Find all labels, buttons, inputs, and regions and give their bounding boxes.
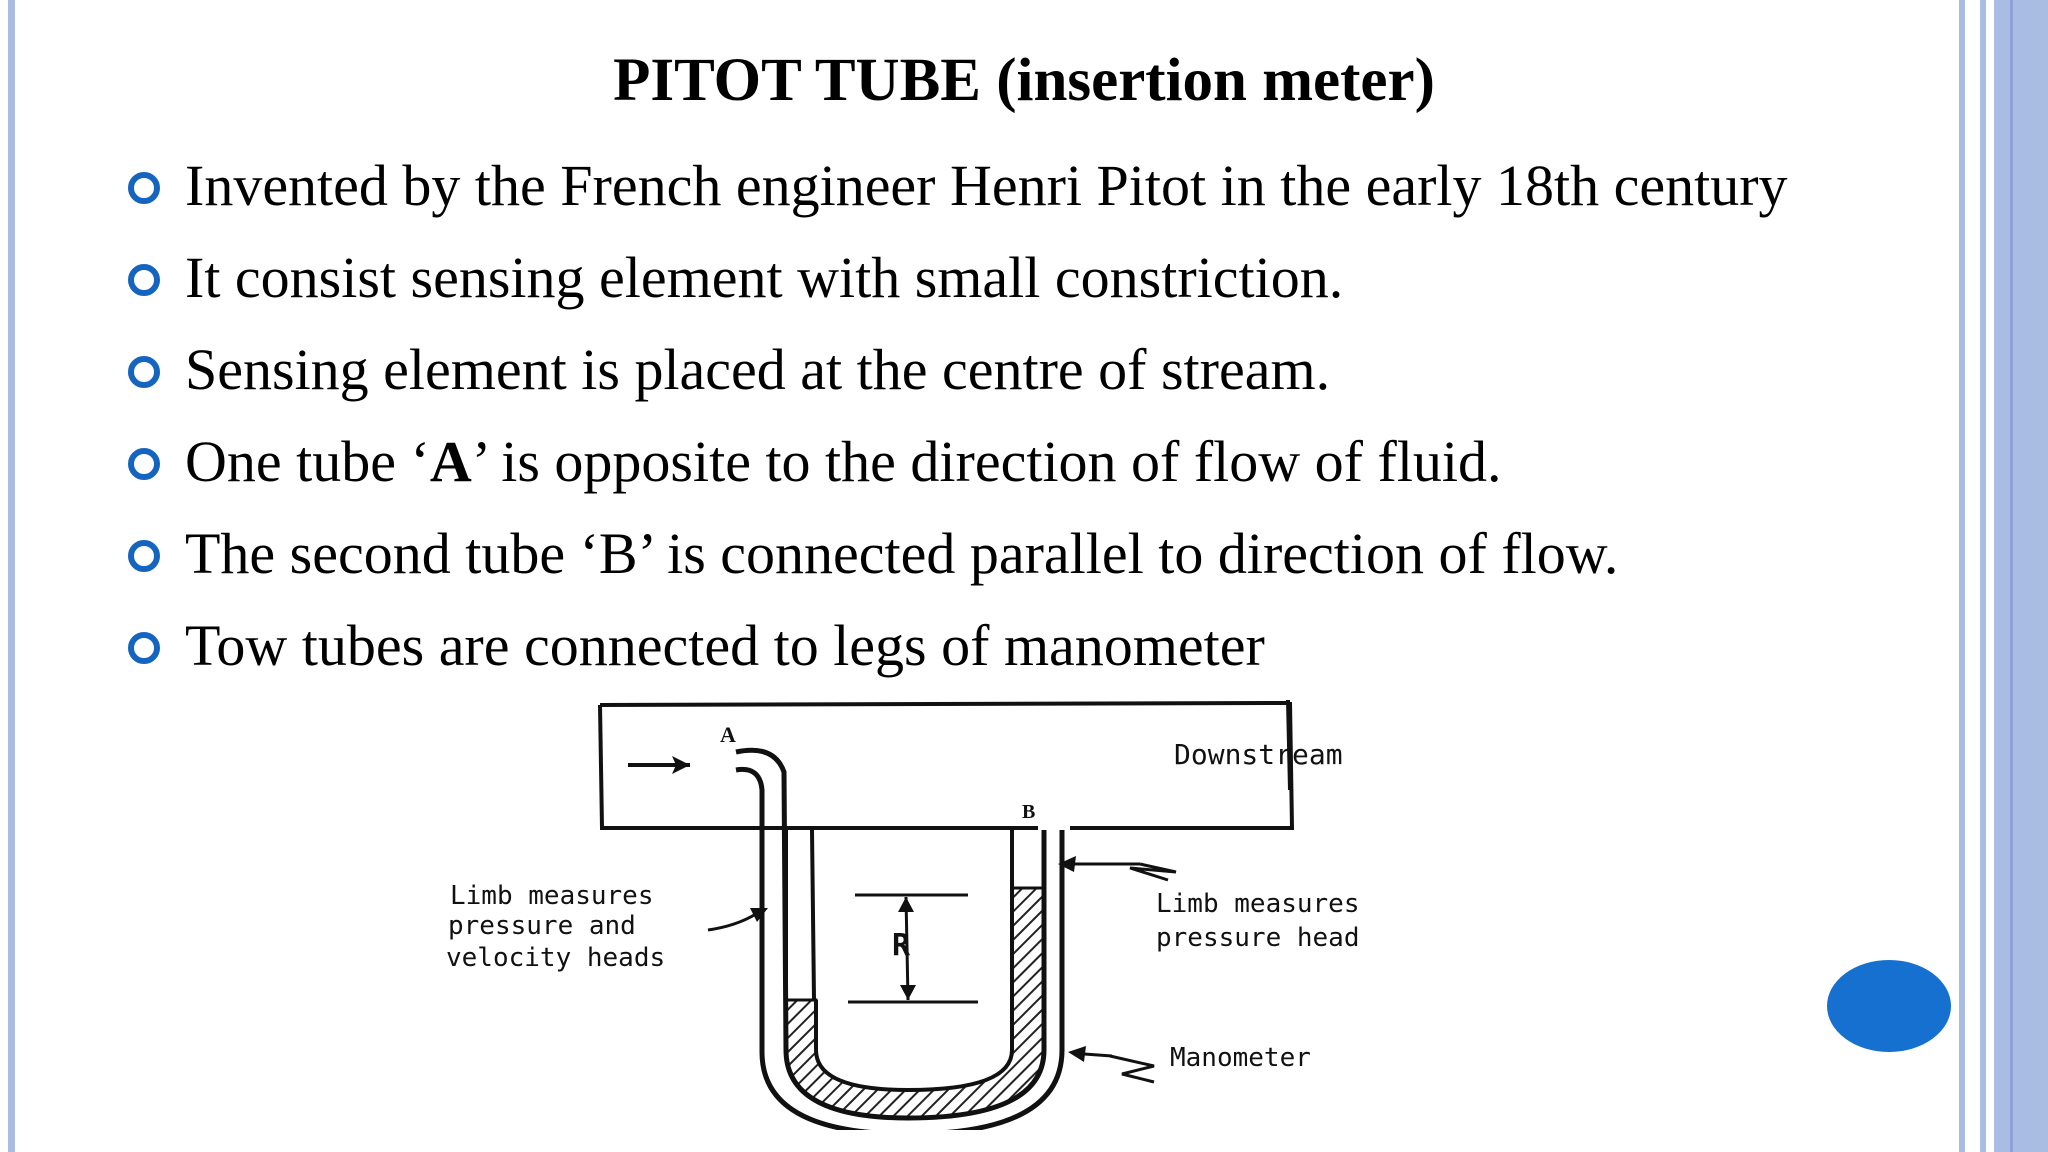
label-b: B (1022, 801, 1035, 823)
left-note-line1: Limb measures (450, 881, 654, 911)
navigation-circle-button[interactable] (1827, 960, 1951, 1052)
bullet-list: Invented by the French engineer Henri Pi… (128, 140, 1788, 692)
impact-tube-a (735, 747, 1047, 1121)
left-note-line3: velocity heads (446, 943, 665, 973)
slide-title: PITOT TUBE (insertion meter) (613, 47, 1435, 114)
bullet-text: The second tube ‘B’ is connected paralle… (185, 521, 1619, 586)
manometer-label: Manometer (1170, 1043, 1311, 1073)
right-note-line2: pressure head (1156, 923, 1360, 953)
bullet-ring-icon (128, 172, 160, 204)
bullet-item: Invented by the French engineer Henri Pi… (128, 140, 1788, 232)
manometer-arrow-icon (1068, 1046, 1155, 1084)
label-a: A (720, 722, 736, 747)
left-note-arrow-icon (707, 908, 768, 932)
bullet-item: Sensing element is placed at the centre … (128, 324, 1788, 416)
pitot-tube-diagram: A B R Downstream Limb measures pressure … (446, 699, 1360, 1130)
left-note-line2: pressure and (448, 911, 636, 941)
label-r: R (892, 928, 911, 963)
bullet-text: Sensing element is placed at the centre … (185, 337, 1331, 402)
right-border (1956, 0, 2048, 1152)
right-note-arrow-icon (1058, 856, 1177, 882)
bullet-item: One tube ‘A’ is opposite to the directio… (128, 416, 1788, 508)
bullet-item: It consist sensing element with small co… (128, 232, 1788, 324)
flow-arrow-icon (628, 756, 690, 774)
bullet-text: It consist sensing element with small co… (185, 245, 1344, 310)
bullet-ring-icon (128, 632, 160, 664)
r-height-indicator (848, 893, 978, 1004)
bullet-item: Tow tubes are connected to legs of manom… (128, 600, 1788, 692)
bullet-text: Invented by the French engineer Henri Pi… (185, 153, 1788, 218)
bullet-ring-icon (128, 448, 160, 480)
label-downstream: Downstream (1174, 738, 1343, 771)
bullet-item: The second tube ‘B’ is connected paralle… (128, 508, 1788, 600)
bullet-text: Tow tubes are connected to legs of manom… (185, 613, 1265, 678)
bullet-text: One tube ‘A’ is opposite to the directio… (185, 429, 1502, 494)
bullet-ring-icon (128, 540, 160, 572)
left-border (0, 0, 22, 1152)
bullet-ring-icon (128, 264, 160, 296)
right-note-line1: Limb measures (1156, 889, 1360, 919)
bullet-ring-icon (128, 356, 160, 388)
